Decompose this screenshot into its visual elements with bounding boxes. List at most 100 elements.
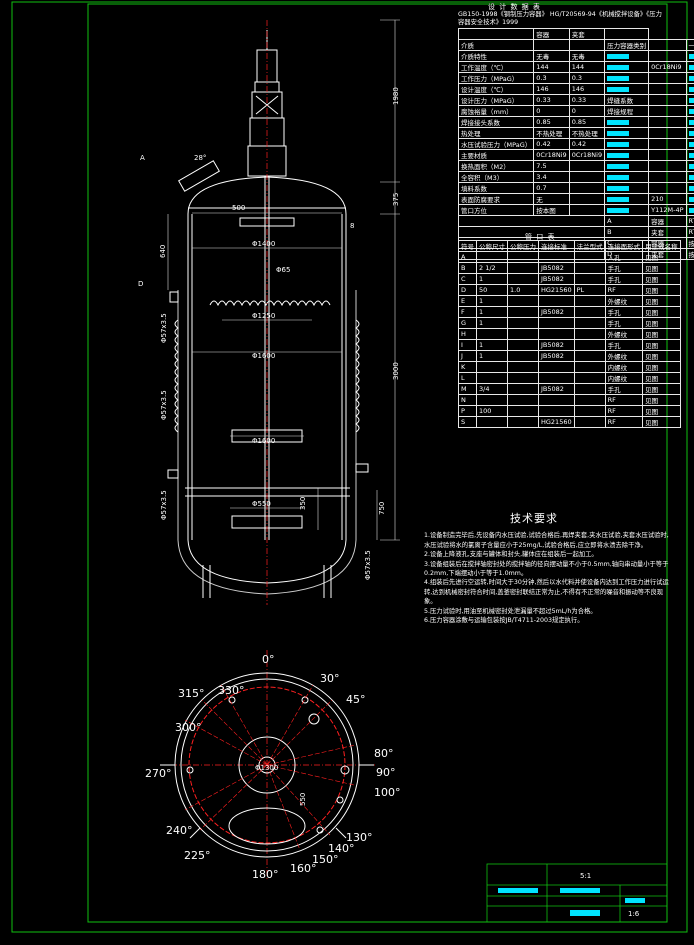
dim-jacket4: Φ57x3.5 xyxy=(364,550,372,580)
angle-140: 140° xyxy=(328,842,355,855)
nozzle-cell: 见图 xyxy=(642,361,681,373)
ndt-cell: B xyxy=(604,226,650,238)
design-table-row: 全容积（M3）3.4 xyxy=(457,171,694,183)
nozzle-cell xyxy=(573,295,606,307)
design-cell xyxy=(568,171,606,183)
tech-title: 技术要求 xyxy=(510,512,558,525)
tech-item: 6.压力容器涂敷与运输包装按JB/T4711-2003规定执行。 xyxy=(424,617,584,625)
design-cell xyxy=(648,116,687,128)
dim-d1400: Φ1400 xyxy=(252,240,275,248)
nozzle-cell: 内螺纹 xyxy=(604,361,644,373)
design-table-header: 容器夹套 xyxy=(457,28,694,40)
nozzle-cell: 外螺纹 xyxy=(604,350,644,362)
tech-item: 4.组装后先进行空运转,时间大于30分钟,然后以水代料并使设备内达到工作压力进行… xyxy=(424,579,669,606)
nozzle-cell: E xyxy=(458,295,477,307)
nozzle-cell xyxy=(476,251,508,263)
ndt-cell: 夹套 xyxy=(648,226,687,238)
tech-item: 3.设备组装后在搅拌轴密封处的搅拌轴的径向摆动量不小于0.5mm,轴向串动量小于… xyxy=(424,560,669,578)
design-cell: 3.4 xyxy=(533,171,570,183)
design-cell xyxy=(685,193,694,205)
design-cell: 焊缝系数 xyxy=(604,94,650,106)
design-cell xyxy=(685,105,694,117)
angle-0: 0° xyxy=(262,653,275,666)
design-cell xyxy=(648,171,687,183)
nozzle-cell: HG21560 xyxy=(538,284,575,296)
design-cell xyxy=(648,105,687,117)
nozzle-cell: 1 xyxy=(476,350,508,362)
nozzle-cell: G xyxy=(458,317,477,329)
design-cell xyxy=(568,182,606,194)
design-cell: 一类 xyxy=(685,39,694,51)
nozzle-cell xyxy=(538,394,575,406)
design-cell xyxy=(685,94,694,106)
nozzle-cell: P xyxy=(458,405,477,417)
ndt-cell: 按规定 xyxy=(685,248,694,260)
design-cell: 设计压力（MPaG） xyxy=(457,94,535,106)
plan-dim-d1300: Φ1300 xyxy=(255,764,278,772)
angle-150: 150° xyxy=(312,853,339,866)
design-cell: 144 xyxy=(568,61,606,73)
nozzle-cell: JB5082 xyxy=(538,306,575,318)
nozzle-cell xyxy=(573,273,606,285)
angle-130: 130° xyxy=(346,831,373,844)
design-cell xyxy=(685,160,694,172)
nozzle-cell xyxy=(507,383,539,395)
design-table-row: 介质压力容器类别一类 xyxy=(457,39,694,51)
angle-225: 225° xyxy=(184,849,211,862)
nozzle-cell: 见图 xyxy=(642,372,681,384)
nozzle-header-cell: 符号 xyxy=(458,240,477,252)
nozzle-label-a: A xyxy=(140,154,145,162)
plan-angle-labels: 0° 30° 45° 80° 90° 100° 130° 140° 150° 1… xyxy=(145,653,401,881)
ndt-cell: A xyxy=(604,215,650,227)
design-cell xyxy=(648,160,687,172)
nozzle-cell: D xyxy=(458,284,477,296)
nozzle-cell: JB5082 xyxy=(538,262,575,274)
nozzle-cell xyxy=(573,317,606,329)
nozzle-cell: JB5082 xyxy=(538,350,575,362)
design-cell: 按本图 xyxy=(533,204,570,216)
angle-300: 300° xyxy=(175,721,202,734)
title-block xyxy=(486,863,668,923)
nozzle-cell: F xyxy=(458,306,477,318)
ndt-cell: RT-20% xyxy=(685,226,694,238)
nozzle-cell xyxy=(538,295,575,307)
design-table-title: 设 计 数 据 表 xyxy=(488,3,541,11)
ndt-row: A容器RT-20% xyxy=(457,215,694,227)
nozzle-cell xyxy=(476,361,508,373)
design-cell xyxy=(604,127,650,139)
angle-180: 180° xyxy=(252,868,279,881)
nozzle-cell: 1 xyxy=(476,306,508,318)
nozzle-header-cell: 公称尺寸 xyxy=(476,240,508,252)
nozzle-cell: K xyxy=(458,361,477,373)
nozzle-cell xyxy=(573,339,606,351)
tech-item: 5.压力试验时,用油至机械密封处泄漏量不超过5mL/h为合格。 xyxy=(424,607,597,615)
nozzle-cell xyxy=(538,405,575,417)
nozzle-cell xyxy=(573,350,606,362)
nozzle-table-title: 管 口 表 xyxy=(525,233,556,241)
design-table-row: 热处理不热处理不热处理 xyxy=(457,127,694,139)
nozzle-cell: 2 1/2 xyxy=(476,262,508,274)
design-cell xyxy=(685,182,694,194)
design-cell: 0.42 xyxy=(533,138,570,150)
nozzle-cell xyxy=(573,361,606,373)
design-cell xyxy=(568,204,606,216)
nozzle-cell: 1 xyxy=(476,317,508,329)
plan-radials xyxy=(184,684,356,851)
design-cell xyxy=(685,127,694,139)
nozzle-cell: 见图 xyxy=(642,251,681,263)
design-cell: 0.85 xyxy=(568,116,606,128)
design-cell xyxy=(568,160,606,172)
design-data-table: 容器夹套介质压力容器类别一类介质特性无毒无毒工作温度（℃）1441440Cr18… xyxy=(457,28,694,260)
nozzle-cell: 见图 xyxy=(642,284,681,296)
ndt-row: B夹套RT-20% xyxy=(457,226,694,238)
nozzle-cell: B xyxy=(458,262,477,274)
design-cell xyxy=(685,138,694,150)
design-standards: GB150-1998《钢制压力容器》 HG/T20569-94《机械搅拌设备》《… xyxy=(458,11,662,26)
angle-45: 45° xyxy=(346,693,366,706)
